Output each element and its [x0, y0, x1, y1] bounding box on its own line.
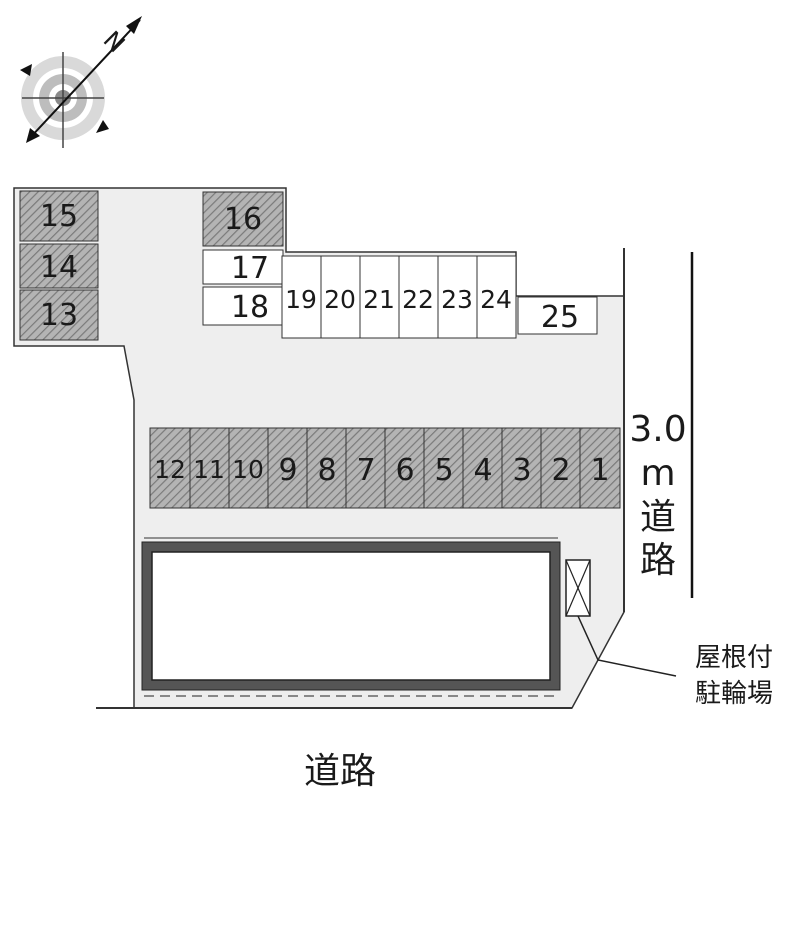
east-road-width: 3.0 — [629, 409, 686, 450]
parking-space-13: 13 — [19, 289, 99, 341]
south-road-label: 道路 — [304, 751, 376, 792]
parking-space-23: 23 — [441, 285, 473, 314]
parking-space-20: 20 — [324, 285, 356, 314]
east-road-unit: m — [640, 453, 675, 494]
parking-space-25: 25 — [517, 296, 598, 335]
svg-text:16: 16 — [224, 202, 262, 237]
parking-space-4: 4 — [473, 453, 492, 488]
parking-space-1: 1 — [590, 453, 609, 488]
parking-space-14: 14 — [19, 243, 99, 289]
parking-space-12: 12 — [154, 455, 186, 484]
parking-space-21: 21 — [363, 285, 395, 314]
parking-space-10: 10 — [232, 455, 264, 484]
compass-rose-icon — [20, 16, 142, 148]
north-label: N — [98, 26, 130, 58]
parking-row-1-12 — [149, 427, 621, 509]
svg-text:15: 15 — [40, 199, 78, 234]
svg-text:13: 13 — [40, 298, 78, 333]
parking-space-6: 6 — [395, 453, 414, 488]
bike-parking-leader-line — [577, 615, 677, 677]
bike-parking-shelter — [565, 559, 591, 617]
east-road-label-1: 道 — [640, 497, 676, 538]
parking-space-11: 11 — [193, 455, 225, 484]
svg-text:14: 14 — [40, 250, 78, 285]
parking-space-9: 9 — [278, 453, 297, 488]
parking-space-19: 19 — [285, 285, 317, 314]
parking-space-7: 7 — [356, 453, 375, 488]
parking-space-3: 3 — [512, 453, 531, 488]
parking-space-18: 18 — [202, 286, 284, 326]
parking-space-15: 15 — [19, 190, 99, 242]
parking-space-16: 16 — [202, 191, 284, 247]
parking-space-24: 24 — [480, 285, 512, 314]
svg-text:18: 18 — [231, 290, 269, 325]
bike-parking-label-2: 駐輪場 — [695, 679, 773, 709]
building — [141, 537, 561, 697]
svg-text:17: 17 — [231, 251, 269, 286]
parking-space-5: 5 — [434, 453, 453, 488]
parking-space-17: 17 — [202, 249, 284, 286]
parking-row-19-24 — [281, 255, 517, 339]
parking-space-8: 8 — [317, 453, 336, 488]
parking-space-22: 22 — [402, 285, 434, 314]
svg-text:25: 25 — [541, 300, 579, 335]
bike-parking-label-1: 屋根付 — [695, 643, 773, 673]
parking-space-2: 2 — [551, 453, 570, 488]
east-road-label-2: 路 — [640, 540, 676, 581]
